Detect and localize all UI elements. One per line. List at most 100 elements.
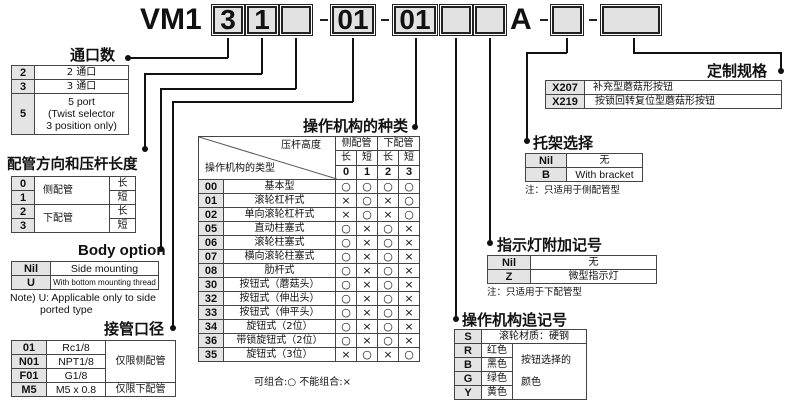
len-header: 长 <box>335 150 357 166</box>
color-cell: 黄色 <box>481 385 513 400</box>
code-cell: Z <box>487 269 531 284</box>
body-option-note: Note) U: Applicable only to side <box>10 292 156 304</box>
code-cell: 30 <box>198 277 224 292</box>
code-cell: Nil <box>525 153 567 168</box>
compat-cell: × <box>335 207 357 222</box>
compat-cell: ○ <box>335 179 357 194</box>
compat-cell: ○ <box>335 263 357 278</box>
leader-line <box>566 38 568 53</box>
leader-line <box>526 52 567 54</box>
desc-cell: 补充型蘑菇形按钮 <box>584 80 782 95</box>
leader-line <box>455 38 457 318</box>
code-cell: F01 <box>11 368 47 383</box>
desc-cell: 2 通口 <box>34 65 129 80</box>
compat-cell: × <box>356 263 378 278</box>
compat-cell: ○ <box>377 249 399 264</box>
code-cell: Nil <box>487 255 531 270</box>
name-cell: 单向滚轮杠杆式 <box>223 207 336 222</box>
len-header: 长 <box>377 150 399 166</box>
code-cell: 32 <box>198 291 224 306</box>
compat-cell: × <box>377 207 399 222</box>
leader-dot <box>778 68 784 74</box>
color-note-line: 颜色 <box>521 376 541 388</box>
desc-cell: 按锁回转复位型蘑菇形按钮 <box>584 94 782 109</box>
body-option-title: Body option <box>78 242 166 259</box>
leader-line <box>780 52 782 70</box>
compat-cell: × <box>335 347 357 362</box>
compat-cell: × <box>356 235 378 250</box>
note-cell: 仅限下配管 <box>105 382 176 397</box>
color-cell: 红色 <box>481 343 513 358</box>
code-cell: 3 <box>11 79 35 94</box>
code-cell: 5 <box>11 93 35 135</box>
code-cell: Y <box>454 385 482 400</box>
compat-cell: ○ <box>377 263 399 278</box>
leader-line <box>633 52 781 54</box>
indicator-note: 注：只适用于下配管型 <box>487 287 583 298</box>
desc-cell: With bracket <box>566 167 643 182</box>
dash <box>320 19 328 21</box>
code-cell: 2 <box>11 204 35 219</box>
compat-cell: ○ <box>335 249 357 264</box>
actuator-title: 操作机构的种类 <box>303 117 409 135</box>
header-top-right: 压杆高度 <box>281 140 321 151</box>
name-cell: 旋钮式（3位） <box>223 347 336 362</box>
code-cell: 07 <box>198 249 224 264</box>
code-cell: X219 <box>545 94 585 109</box>
bracket-note: 注：只适用于侧配管型 <box>525 185 621 196</box>
compat-cell: × <box>377 347 399 362</box>
leader-dot <box>524 138 530 144</box>
code-cell: 01 <box>11 340 47 355</box>
size-cell: NPT1/8 <box>46 354 106 369</box>
leader-line <box>128 57 228 59</box>
code-cell: R <box>454 343 482 358</box>
code-box-body-option <box>279 4 313 36</box>
desc-cell: 5 port (Twist selector 3 position only) <box>34 93 129 135</box>
code-cell: 2 <box>11 65 35 80</box>
compat-cell: ○ <box>356 193 378 208</box>
group-cell: 下配管 <box>34 204 110 233</box>
code-box-port-size: 01 <box>330 4 376 36</box>
compat-cell: × <box>398 291 420 306</box>
color-cell: 绿色 <box>481 371 513 386</box>
code-cell: 1 <box>11 190 35 205</box>
compat-cell: ○ <box>377 305 399 320</box>
leader-line <box>144 73 262 75</box>
code-box-bracket <box>550 4 584 36</box>
compat-cell: ○ <box>398 179 420 194</box>
compat-cell: × <box>398 277 420 292</box>
compat-cell: × <box>398 263 420 278</box>
code-cell: 00 <box>198 179 224 194</box>
model-fixed-letter: A <box>510 3 532 36</box>
len-cell: 长 <box>109 204 136 219</box>
compat-cell: ○ <box>377 291 399 306</box>
color-note-line: 按钮选择的 <box>521 354 571 366</box>
leader-line <box>415 38 417 126</box>
leader-line <box>227 38 229 58</box>
desc-cell: 无 <box>566 153 643 168</box>
len-cell: 短 <box>109 218 136 233</box>
name-cell: 按钮式（蘑菇头） <box>223 277 336 292</box>
diagonal-line <box>199 137 337 179</box>
compat-cell: ○ <box>377 333 399 348</box>
compat-cell: ○ <box>335 291 357 306</box>
col-header: 1 <box>356 164 378 181</box>
code-box-actuator-suffix <box>439 4 473 36</box>
